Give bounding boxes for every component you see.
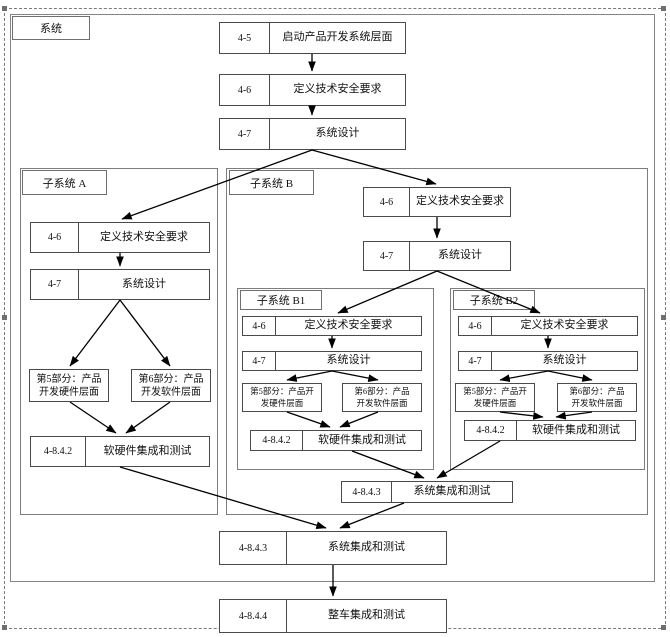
step-code: 4-6 [31, 223, 79, 252]
step-code: 4-6 [243, 317, 276, 335]
container-subsystem-b-label-text: 子系统 B [249, 177, 294, 190]
step-text: 软硬件集成和测试 [532, 423, 620, 436]
subsystem-a-integration-4-8-4-2[interactable]: 4-8.4.2 软硬件集成和测试 [30, 436, 210, 467]
step-4-5-start-system-level[interactable]: 4-5 启动产品开发系统层面 [219, 22, 406, 54]
step-text: 系统设计 [326, 354, 371, 367]
container-system-label: 系统 [12, 16, 90, 40]
selection-handle-top-center[interactable] [661, 6, 666, 11]
container-subsystem-b2-label-text: 子系统 B2 [469, 295, 519, 307]
container-subsystem-b [226, 168, 648, 515]
step-text: 软硬件集成和测试 [103, 444, 192, 457]
step-code: 4-8.4.3 [342, 482, 392, 502]
container-subsystem-b1 [237, 288, 434, 470]
step-code: 4-7 [364, 242, 410, 270]
step-code: 4-8.4.2 [251, 431, 303, 450]
subsystem-b2-integration-4-8-4-2[interactable]: 4-8.4.2 软硬件集成和测试 [464, 420, 636, 441]
subsystem-b1-step-4-6[interactable]: 4-6 定义技术安全要求 [242, 316, 422, 336]
subsystem-b2-step-4-7[interactable]: 4-7 系统设计 [458, 351, 638, 371]
step-text: 定义技术安全要求 [293, 83, 382, 96]
system-integration-4-8-4-3[interactable]: 4-8.4.3 系统集成和测试 [219, 531, 447, 565]
subsystem-b-step-4-6[interactable]: 4-6 定义技术安全要求 [363, 187, 511, 217]
vehicle-integration-4-8-4-4[interactable]: 4-8.4.4 整车集成和测试 [219, 599, 447, 633]
subsystem-a-step-4-6[interactable]: 4-6 定义技术安全要求 [30, 222, 210, 253]
step-4-7-system-design[interactable]: 4-7 系统设计 [219, 118, 406, 150]
step-code: 4-7 [220, 119, 270, 149]
step-text: 定义技术安全要求 [416, 195, 504, 208]
subsystem-b-integration-4-8-4-3[interactable]: 4-8.4.3 系统集成和测试 [341, 481, 513, 503]
step-text: 系统设计 [315, 127, 360, 140]
step-text: 系统集成和测试 [328, 541, 405, 554]
container-subsystem-a-label-text: 子系统 A [42, 177, 87, 190]
subsystem-b-step-4-7[interactable]: 4-7 系统设计 [363, 241, 511, 271]
step-text: 系统设计 [542, 354, 587, 367]
step-code: 4-6 [364, 188, 410, 216]
step-code: 4-7 [459, 352, 492, 370]
subsystem-b2-step-4-6[interactable]: 4-6 定义技术安全要求 [458, 316, 638, 336]
step-code: 4-5 [220, 23, 270, 53]
step-code: 4-6 [459, 317, 492, 335]
step-text: 软硬件集成和测试 [318, 433, 406, 446]
step-text: 系统设计 [122, 277, 166, 290]
selection-handle-top-left[interactable] [2, 6, 7, 11]
step-text: 定义技术安全要求 [100, 230, 188, 243]
subsystem-a-part5-hardware[interactable]: 第5部分：产品 开发硬件层面 [29, 369, 109, 402]
subsystem-b1-part5-hardware[interactable]: 第5部分：产品开 发硬件层面 [242, 383, 322, 412]
subsystem-b1-part6-software[interactable]: 第6部分：产品 开发软件层面 [342, 383, 422, 412]
step-code: 4-6 [220, 75, 270, 105]
container-subsystem-a-label: 子系统 A [22, 170, 107, 195]
subsystem-a-step-4-7[interactable]: 4-7 系统设计 [30, 269, 210, 300]
step-text: 系统集成和测试 [413, 485, 491, 498]
subsystem-a-part6-software[interactable]: 第6部分：产品 开发软件层面 [131, 369, 211, 402]
subsystem-b2-part6-software[interactable]: 第6部分：产品 开发软件层面 [557, 383, 637, 412]
container-subsystem-a [20, 168, 218, 515]
subsystem-b1-step-4-7[interactable]: 4-7 系统设计 [242, 351, 422, 371]
container-system-label-text: 系统 [40, 23, 62, 35]
container-subsystem-b1-label-text: 子系统 B1 [256, 295, 306, 307]
step-code: 4-8.4.3 [220, 532, 287, 564]
step-text: 系统设计 [438, 249, 482, 262]
subsystem-b2-part5-hardware[interactable]: 第5部分：产品开 发硬件层面 [455, 383, 535, 412]
subsystem-b1-integration-4-8-4-2[interactable]: 4-8.4.2 软硬件集成和测试 [250, 430, 422, 451]
container-subsystem-b2-label: 子系统 B2 [453, 290, 535, 310]
step-code: 4-8.4.2 [465, 421, 517, 440]
step-4-6-system-tsr[interactable]: 4-6 定义技术安全要求 [219, 74, 406, 106]
container-subsystem-b2 [450, 288, 645, 470]
step-code: 4-8.4.4 [220, 600, 287, 632]
selection-handle-mid-left[interactable] [2, 315, 7, 320]
step-code: 4-7 [31, 270, 79, 299]
step-text: 定义技术安全要求 [520, 319, 609, 332]
selection-handle-bottom-right[interactable] [661, 625, 666, 630]
step-text: 定义技术安全要求 [304, 319, 393, 332]
container-subsystem-b1-label: 子系统 B1 [240, 290, 322, 310]
step-code: 4-7 [243, 352, 276, 370]
step-text: 整车集成和测试 [328, 609, 405, 622]
selection-handle-mid-right[interactable] [661, 315, 666, 320]
container-subsystem-b-label: 子系统 B [229, 170, 314, 195]
selection-handle-bottom-left[interactable] [2, 625, 7, 630]
step-code: 4-8.4.2 [31, 437, 86, 466]
step-text: 启动产品开发系统层面 [282, 31, 393, 44]
